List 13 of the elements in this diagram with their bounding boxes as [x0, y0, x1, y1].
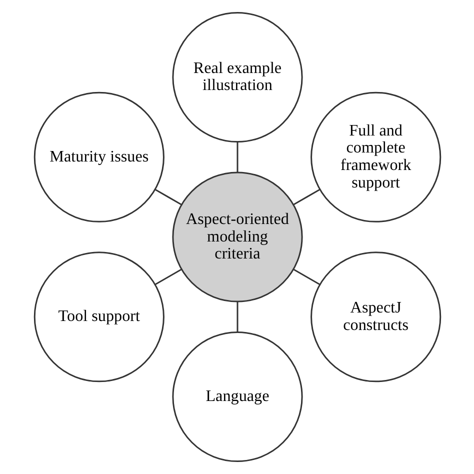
connector [154, 268, 182, 286]
connector [292, 268, 320, 286]
node-circle: Language [172, 331, 302, 462]
node-circle: Tool support [33, 252, 164, 382]
connector [292, 188, 320, 206]
node-circle: Maturity issues [33, 92, 164, 222]
node-circle: Real example illustration [172, 12, 302, 143]
connector [154, 188, 182, 206]
node-circle: Full and complete framework support [310, 92, 441, 222]
connector [236, 142, 238, 172]
node-circle: Aspect-oriented modeling criteria [172, 172, 302, 302]
node-circle: AspectJ constructs [310, 252, 441, 382]
connector [236, 302, 238, 332]
